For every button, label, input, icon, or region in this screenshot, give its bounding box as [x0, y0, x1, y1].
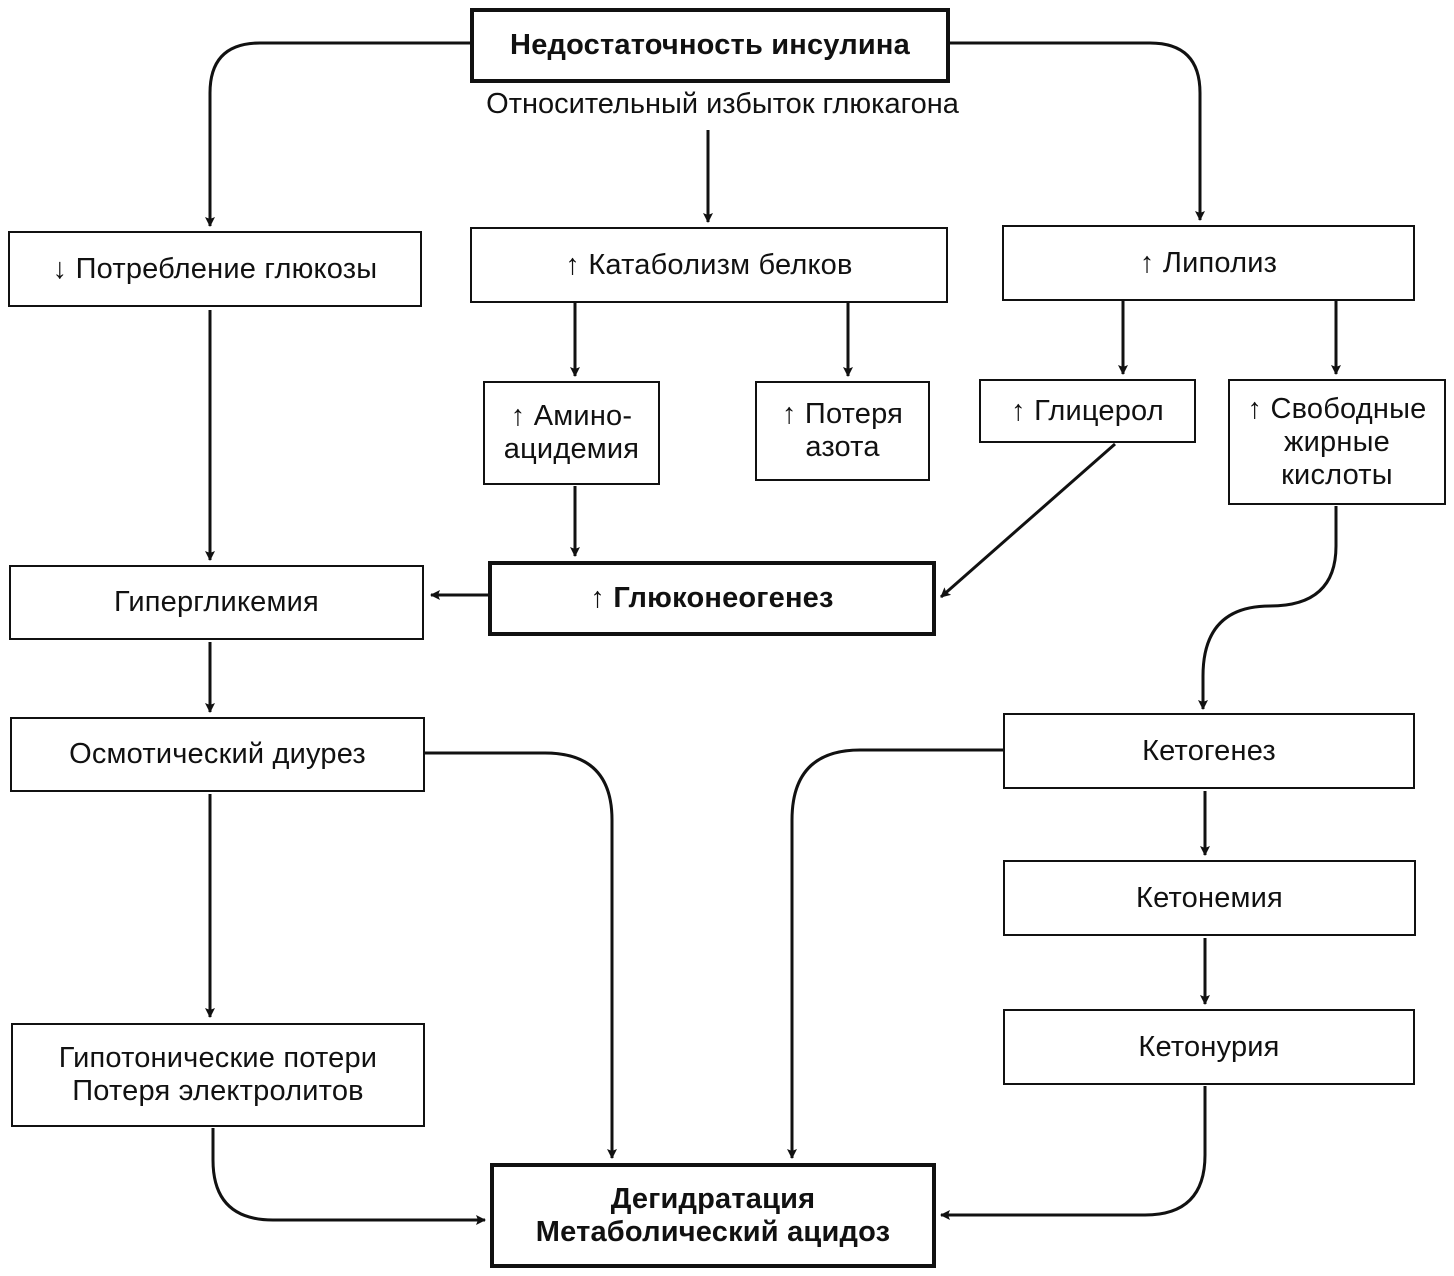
node-text-line: кислоты	[1281, 458, 1393, 491]
node-text-line: ↑ Свободные	[1247, 392, 1427, 425]
node-text-line: ↑ Катаболизм белков	[565, 248, 853, 281]
node-text-line: Гипергликемия	[114, 586, 319, 618]
node-nitrogen-loss: ↑ Потеря азота	[755, 381, 930, 481]
node-text-line: ацидемия	[503, 433, 640, 465]
node-text-line: ↑ Глюконеогенез	[590, 582, 834, 614]
node-glycerol: ↑ Глицерол	[979, 379, 1196, 443]
node-protein-catabolism: ↑ Катаболизм белков	[470, 227, 948, 303]
node-text-line: Гипотонические потери	[58, 1042, 378, 1074]
node-hyperglycemia: Гипергликемия	[9, 565, 424, 640]
arrow-insulin-to-glucose	[205, 41, 470, 227]
arrow-diuresis-to-dehydration	[425, 751, 617, 1159]
node-text-line: Дегидратация	[610, 1182, 816, 1215]
node-dehydration-acidosis: Дегидратация Метаболический ацидоз	[490, 1163, 936, 1268]
node-text-line: Кетонемия	[1136, 881, 1283, 914]
node-text-line: ↑ Потеря	[781, 398, 904, 430]
node-osmotic-diuresis: Осмотический диурез	[10, 717, 425, 792]
node-text-line: ↑ Глицерол	[1011, 394, 1164, 427]
node-text-line: Кетогенез	[1142, 734, 1276, 767]
node-text-line: Потеря электролитов	[72, 1075, 364, 1107]
label-glucagon-excess: Относительный избыток глюкагона	[486, 88, 959, 120]
node-lipolysis: ↑ Липолиз	[1002, 225, 1415, 301]
node-text-line: Недостаточность инсулина	[510, 29, 910, 61]
node-text-line: Осмотический диурез	[69, 738, 366, 770]
arrow-ketogenesis-to-dehydration	[787, 748, 1003, 1159]
node-glucose-consumption: ↓ Потребление глюкозы	[8, 231, 422, 307]
node-text-line: ↑ Амино-	[510, 400, 633, 432]
node-text-line: азота	[805, 431, 880, 463]
node-gluconeogenesis: ↑ Глюконеогенез	[488, 561, 936, 636]
node-text-line: Метаболический ацидоз	[535, 1215, 891, 1248]
node-text-line: жирные	[1284, 425, 1390, 458]
arrow-ffa-to-ketogenesis	[1198, 506, 1338, 710]
node-insulin-deficiency: Недостаточность инсулина	[470, 8, 950, 83]
node-ketogenesis: Кетогенез	[1003, 713, 1415, 789]
arrow-losses-to-dehydration	[211, 1128, 486, 1225]
arrow-ketonuria-to-dehydration	[940, 1086, 1207, 1220]
node-text-line: ↓ Потребление глюкозы	[52, 252, 378, 285]
arrow-glycerol-to-gluconeogenesis	[940, 442, 1116, 599]
node-ketonuria: Кетонурия	[1003, 1009, 1415, 1085]
node-hypotonic-losses: Гипотонические потери Потеря электролито…	[11, 1023, 425, 1127]
arrow-insulin-to-lipolysis	[950, 41, 1205, 221]
node-ketonemia: Кетонемия	[1003, 860, 1416, 936]
node-text-line: Кетонурия	[1138, 1030, 1280, 1063]
node-text-line: ↑ Липолиз	[1139, 246, 1278, 279]
node-free-fatty-acids: ↑ Свободные жирные кислоты	[1228, 379, 1446, 505]
node-aminoacidemia: ↑ Амино- ацидемия	[483, 381, 660, 485]
